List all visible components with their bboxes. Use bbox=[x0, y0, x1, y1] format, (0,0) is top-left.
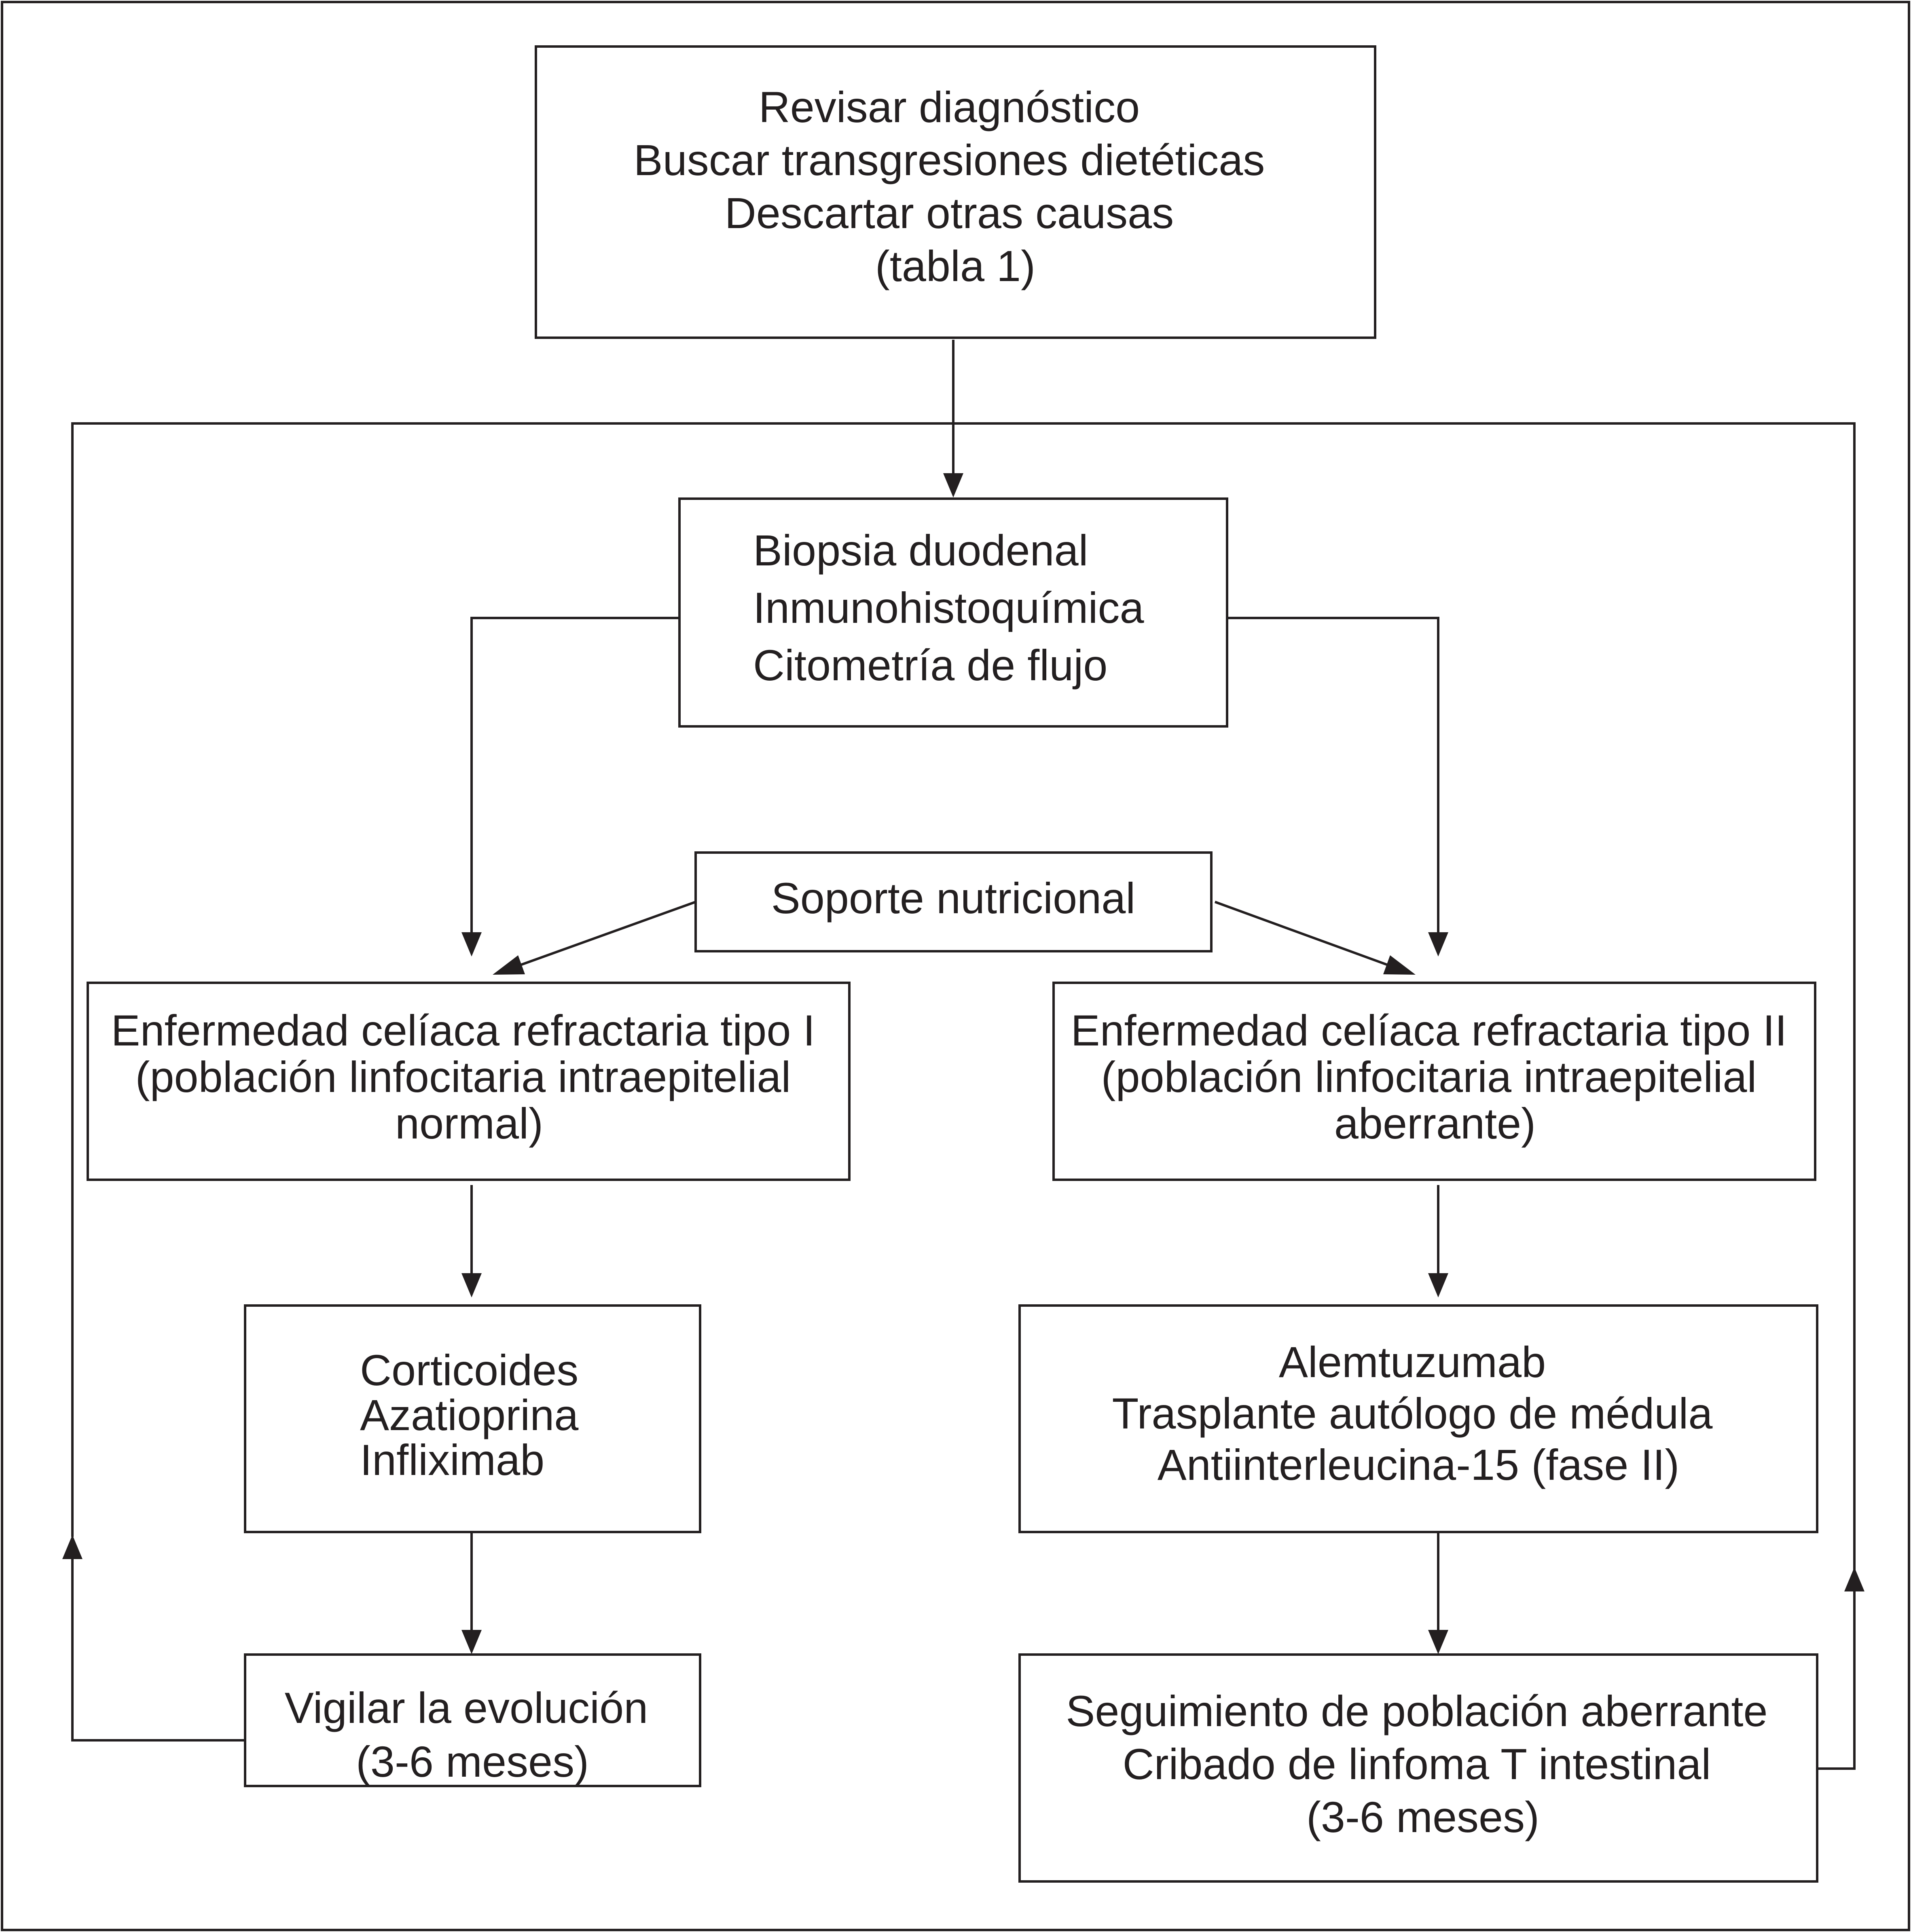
svg-text:Soporte nutricional: Soporte nutricional bbox=[771, 874, 1136, 923]
arrowhead-icon bbox=[1428, 1273, 1448, 1297]
arrowhead-icon bbox=[943, 473, 963, 497]
node-followup2-line: (3-6 meses) bbox=[1306, 1792, 1539, 1841]
node-followup2-line: Cribado de linfoma T intestinal bbox=[1123, 1739, 1711, 1788]
arrowhead-icon bbox=[1428, 1630, 1448, 1654]
node-type1-line: normal) bbox=[395, 1099, 543, 1148]
arrowhead-icon bbox=[1844, 1567, 1864, 1591]
svg-text:Corticoides Azatioprina: Corticoides Azatioprina Infliximab bbox=[360, 1346, 590, 1484]
svg-text:Vigilar la evolución (3-: Vigilar la evolución (3-6 meses) bbox=[285, 1683, 660, 1786]
node-review-line: Buscar transgresiones dietéticas bbox=[634, 135, 1265, 184]
node-biopsy-line: Biopsia duodenal bbox=[753, 526, 1088, 575]
node-review-line: Revisar diagnóstico bbox=[759, 83, 1140, 131]
edge-loop-left bbox=[71, 1557, 245, 1742]
node-followup1: Vigilar la evolución (3-6 meses) bbox=[244, 1653, 701, 1787]
node-treatment1-box bbox=[244, 1304, 701, 1533]
node-treatment2-line: Antiinterleucina-15 (fase II) bbox=[1158, 1440, 1680, 1489]
edge-nutrition-to-type2 bbox=[1214, 901, 1395, 969]
node-nutrition-box bbox=[694, 851, 1213, 952]
node-biopsy: Biopsia duodenal Inmunohistoquímica Cito… bbox=[678, 497, 1228, 728]
node-followup2-box bbox=[1018, 1653, 1818, 1883]
arrowhead-icon bbox=[1383, 955, 1416, 975]
node-treatment2-line: Alemtuzumab bbox=[1279, 1337, 1546, 1386]
node-followup1-line: (3-6 meses) bbox=[356, 1737, 589, 1786]
node-type1-line: (población linfocitaria intraepitelial bbox=[135, 1052, 791, 1101]
node-type2: Enfermedad celíaca refractaria tipo II (… bbox=[1052, 982, 1816, 1181]
edge-nutrition-to-type1 bbox=[513, 901, 696, 969]
node-biopsy-line: Citometría de flujo bbox=[753, 641, 1107, 690]
edge-biopsy-to-type2 bbox=[1227, 617, 1439, 934]
node-biopsy-box bbox=[678, 497, 1228, 728]
node-type2-line: Enfermedad celíaca refractaria tipo II bbox=[1071, 1006, 1787, 1055]
node-followup2: Seguimiento de población aberrante Criba… bbox=[1018, 1653, 1818, 1883]
node-review-box bbox=[535, 45, 1376, 339]
arrowhead-icon bbox=[461, 1630, 482, 1654]
node-treatment1-line: Corticoides bbox=[360, 1346, 578, 1395]
node-nutrition-line: Soporte nutricional bbox=[771, 874, 1136, 923]
node-type2-line: (población linfocitaria intraepitelial bbox=[1101, 1052, 1757, 1101]
node-treatment2-box bbox=[1018, 1304, 1818, 1533]
node-followup1-line: Vigilar la evolución bbox=[285, 1683, 648, 1732]
node-nutrition: Soporte nutricional bbox=[694, 851, 1213, 952]
svg-text:Revisar diagnóstico Busc: Revisar diagnóstico Buscar transgresione… bbox=[634, 83, 1277, 290]
node-treatment1-line: Azatioprina bbox=[360, 1390, 579, 1439]
svg-text:Enfermedad celíaca refractaria: Enfermedad celíaca refractaria tipo II (… bbox=[1071, 1006, 1799, 1148]
svg-text:Alemtuzumab Trasplante a: Alemtuzumab Trasplante autólogo de médul… bbox=[1112, 1337, 1725, 1489]
svg-text:Biopsia duodenal Inmunoh: Biopsia duodenal Inmunohistoquímica Cito… bbox=[753, 526, 1156, 690]
node-treatment1: Corticoides Azatioprina Infliximab bbox=[244, 1304, 701, 1533]
node-followup2-line: Seguimiento de población aberrante bbox=[1066, 1687, 1767, 1735]
arrowhead-icon bbox=[461, 932, 482, 956]
arrowhead-icon bbox=[62, 1535, 83, 1559]
node-review-line: (tabla 1) bbox=[875, 241, 1035, 290]
arrowhead-icon bbox=[1428, 932, 1448, 956]
svg-text:Enfermedad celíaca refractaria: Enfermedad celíaca refractaria tipo I (p… bbox=[111, 1006, 827, 1148]
node-review: Revisar diagnóstico Buscar transgresione… bbox=[535, 45, 1376, 339]
node-treatment2-line: Trasplante autólogo de médula bbox=[1112, 1389, 1713, 1438]
node-type1-box bbox=[87, 982, 851, 1181]
edge-biopsy-to-type1 bbox=[470, 617, 679, 934]
svg-text:Seguimiento de población aberr: Seguimiento de población aberrante Criba… bbox=[1066, 1687, 1780, 1841]
edge-loop-rail bbox=[71, 422, 1856, 1593]
edge-loop-right bbox=[1818, 1589, 1856, 1770]
node-type2-box bbox=[1052, 982, 1816, 1181]
node-type2-line: aberrante) bbox=[1334, 1099, 1536, 1148]
node-treatment1-line: Infliximab bbox=[360, 1435, 544, 1484]
node-followup1-box bbox=[244, 1653, 701, 1787]
arrowhead-icon bbox=[461, 1273, 482, 1297]
node-biopsy-line: Inmunohistoquímica bbox=[753, 583, 1144, 632]
node-review-line: Descartar otras causas bbox=[725, 188, 1174, 237]
node-type1-line: Enfermedad celíaca refractaria tipo I bbox=[111, 1006, 815, 1055]
node-type1: Enfermedad celíaca refractaria tipo I (p… bbox=[87, 982, 851, 1181]
node-treatment2: Alemtuzumab Trasplante autólogo de médul… bbox=[1018, 1304, 1818, 1533]
arrowhead-icon bbox=[493, 955, 525, 975]
